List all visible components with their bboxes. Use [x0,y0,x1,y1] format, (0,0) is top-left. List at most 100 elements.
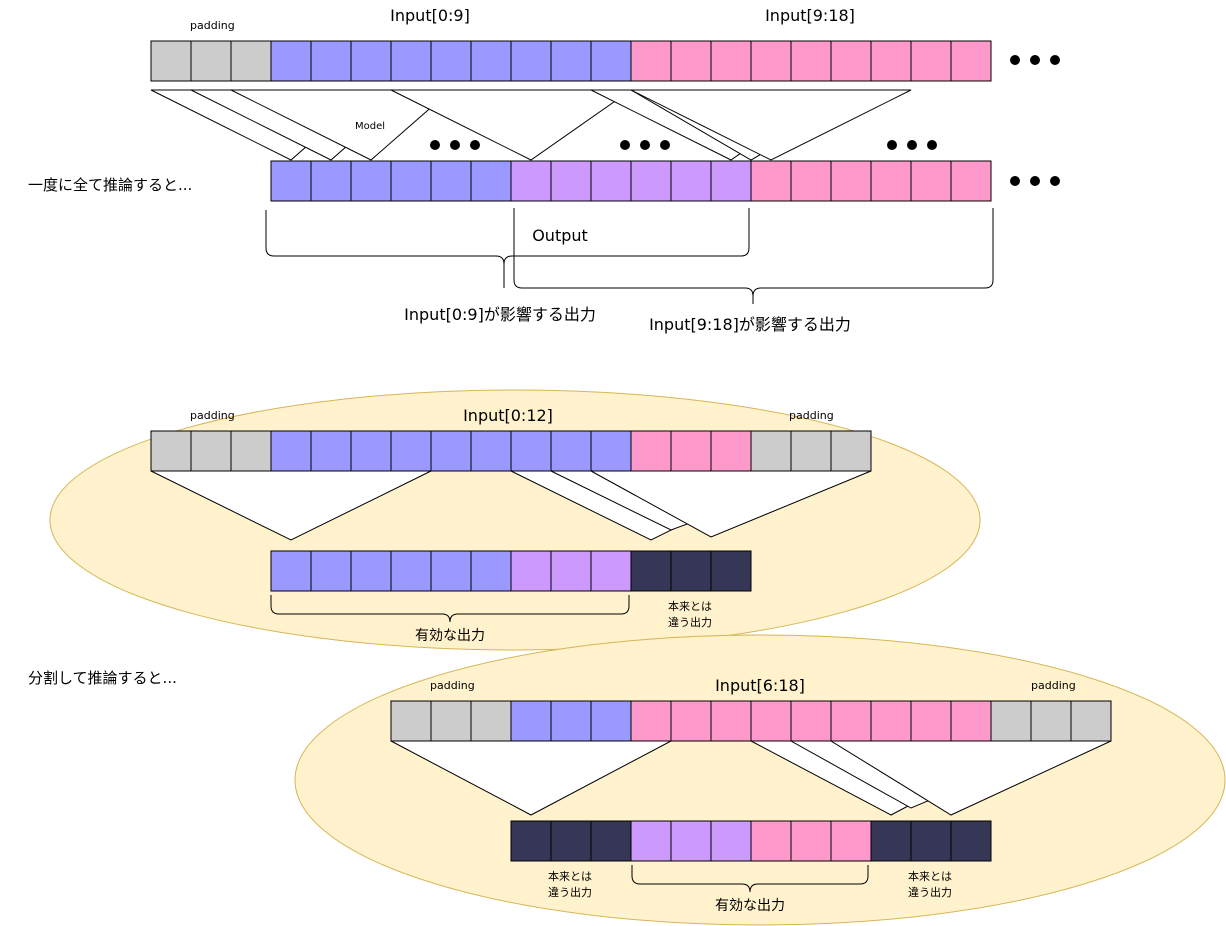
cell-padding [430,700,472,742]
cell-input-b [830,700,872,742]
top-padding-label: padding [190,19,235,32]
cell-wrong [590,820,632,862]
cell-input-a [430,40,472,82]
brace-input-b [513,208,994,304]
cell-wrong [670,550,712,592]
cell-wrong [710,550,752,592]
cell-input-b [670,40,712,82]
cell-padding [790,430,832,472]
cell-mixed [550,550,592,592]
cell-padding [990,700,1032,742]
cell-input-b [630,40,672,82]
cell-input-a [270,550,312,592]
top-input-a-label: Input[0:9] [390,6,470,25]
cell-mixed [670,820,712,862]
cell-input-a [350,160,392,202]
cell-mixed [590,160,632,202]
top-ellipsis-dots-input [1010,55,1060,65]
cell-mixed [710,820,752,862]
cell-input-a [590,700,632,742]
chunk2-wrong-right-line1: 本来とは [908,869,952,883]
chunk1-valid-label: 有効な出力 [415,628,485,644]
cell-input-b [710,430,752,472]
chunk1-padding-right-label: padding [789,409,834,422]
cell-input-b [670,700,712,742]
cell-mixed [670,160,712,202]
cell-mixed [550,160,592,202]
cell-mixed [710,160,752,202]
chunk2-wrong-right-line2: 違う出力 [908,885,952,899]
model-label: Model [355,121,385,132]
cell-input-a [430,160,472,202]
chunk2-wrong-left-line1: 本来とは [548,869,592,883]
cell-input-a [550,700,592,742]
top-section: Model padding Input[0:9] Input[9:18] 一度に… [28,6,1060,334]
cell-input-b [630,430,672,472]
chunk2-valid-brace [631,865,869,893]
cell-input-b [870,40,912,82]
cell-input-b [750,160,792,202]
cell-wrong [630,550,672,592]
output-label: Output [532,226,588,245]
cell-input-b [670,430,712,472]
chunk1-padding-left-label: padding [190,409,235,422]
cell-input-a [550,430,592,472]
cell-input-a [470,40,512,82]
chunk2-input-row [390,700,1112,742]
cell-wrong [510,820,552,862]
cell-input-a [350,550,392,592]
cell-input-b [950,700,992,742]
cell-mixed [590,550,632,592]
cell-input-b [910,160,952,202]
chunk1-output-row [270,550,752,592]
chunk2-wrong-left-line2: 違う出力 [548,885,592,899]
cell-input-a [390,160,432,202]
chunk2-padding-left-label: padding [430,679,475,692]
cell-input-a [510,700,552,742]
chunk2-input-label: Input[6:18] [715,676,805,695]
cell-padding [1070,700,1112,742]
cell-input-a [430,430,472,472]
cell-input-a [590,430,632,472]
cell-input-b [790,700,832,742]
cell-input-a [510,40,552,82]
cell-input-a [310,160,352,202]
chunk1-valid-brace [270,595,630,623]
cell-input-a [310,40,352,82]
cell-wrong [870,820,912,862]
cell-input-b [830,160,872,202]
chunk2-output-row [510,820,992,862]
cell-input-a [470,430,512,472]
affect-a-label: Input[0:9]が影響する出力 [404,305,596,324]
chunk1-model-triangles [150,470,872,541]
cell-input-a [390,430,432,472]
cell-padding [150,40,192,82]
chunk1-wrong-label-line1: 本来とは [668,599,712,613]
top-input-b-label: Input[9:18] [765,6,855,25]
cell-padding [150,430,192,472]
cell-wrong [550,820,592,862]
cell-input-a [470,550,512,592]
cell-padding [470,700,512,742]
cell-input-b [790,40,832,82]
top-ellipsis-dots-output [1010,176,1060,186]
cell-mixed [630,160,672,202]
cell-input-a [350,430,392,472]
cell-input-a [270,160,312,202]
cell-input-a [470,160,512,202]
cell-mixed [510,550,552,592]
cell-input-b [790,820,832,862]
top-output-row [270,160,992,202]
cell-input-b [750,700,792,742]
chunk1-input-label: Input[0:12] [463,406,553,425]
full-inference-label: 一度に全て推論すると... [28,176,192,194]
cell-mixed [510,160,552,202]
cell-input-b [750,820,792,862]
cell-input-b [870,160,912,202]
cell-input-b [830,40,872,82]
cell-input-a [310,550,352,592]
chunk1-wrong-label-line2: 違う出力 [668,615,712,629]
cell-wrong [950,820,992,862]
cell-input-a [390,550,432,592]
